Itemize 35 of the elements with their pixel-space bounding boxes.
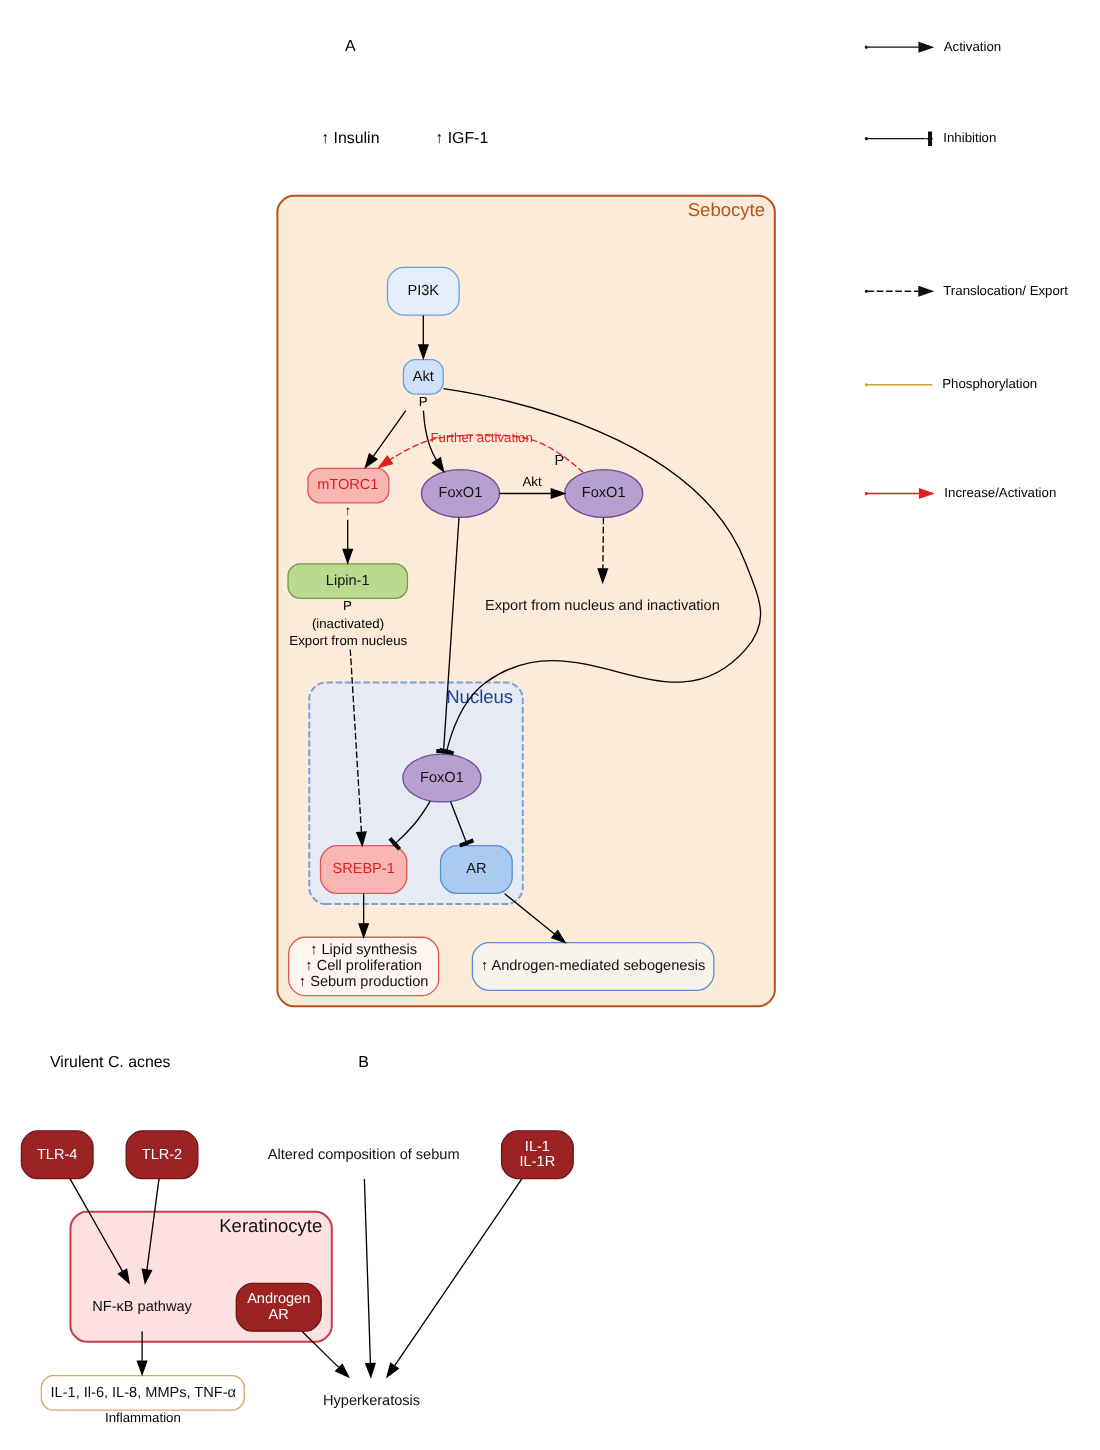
node-box: SREBP-1 xyxy=(319,845,408,895)
node-box: AR xyxy=(439,845,513,895)
node-box: IL-1 IL-1R xyxy=(500,1130,574,1180)
arrow xyxy=(301,1330,350,1379)
node-box: Androgen AR xyxy=(235,1282,322,1332)
node-text: Export from nucleus and inactivation xyxy=(485,596,720,614)
arrow xyxy=(597,517,609,585)
arrow xyxy=(385,1178,523,1379)
arrow xyxy=(377,434,584,474)
node-ellipse: FoxO1 xyxy=(564,469,644,519)
node-text: NF-κB pathway xyxy=(92,1297,192,1316)
arrow xyxy=(69,1178,131,1285)
arrow xyxy=(498,487,567,500)
node-box: TLR-2 xyxy=(125,1130,199,1180)
connector xyxy=(449,801,475,848)
arrow xyxy=(503,893,567,944)
arrow xyxy=(417,314,429,361)
arrow xyxy=(364,410,407,469)
node-box: ↑ Androgen-mediated sebogenesis xyxy=(471,941,715,991)
arrow xyxy=(422,410,445,474)
node-box: PI3K xyxy=(386,266,460,316)
connector xyxy=(388,800,432,851)
node-box: ↑ Lipid synthesis ↑ Cell proliferation ↑ Sebum production xyxy=(288,936,440,997)
node-text: Altered composition of sebum xyxy=(267,1144,460,1163)
node-ellipse: FoxO1 xyxy=(420,469,501,519)
arrow xyxy=(342,519,354,565)
arrow xyxy=(141,1178,160,1285)
arrow xyxy=(363,1178,376,1379)
arrow xyxy=(136,1330,148,1377)
node-text: Hyperkeratosis xyxy=(323,1390,421,1409)
arrow xyxy=(358,893,370,940)
node-ellipse: FoxO1 xyxy=(402,753,482,803)
arrow xyxy=(349,648,367,848)
node-label: P xyxy=(554,451,565,470)
node-box: TLR-4 xyxy=(20,1130,94,1180)
